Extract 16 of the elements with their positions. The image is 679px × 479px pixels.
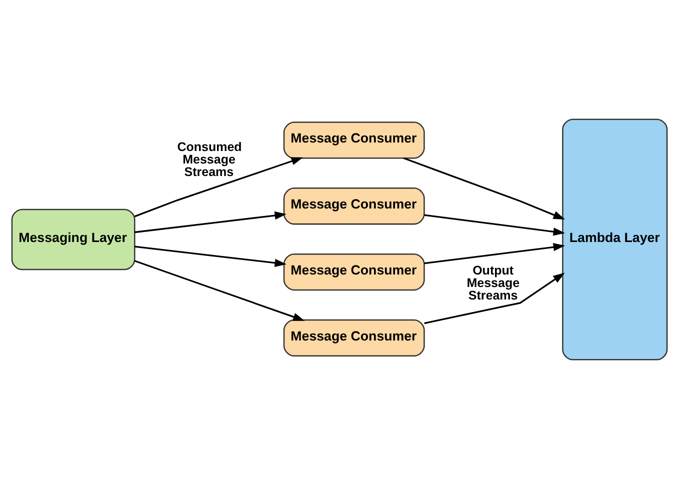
node-box: Message Consumer	[283, 188, 425, 225]
node-box: Message Consumer	[283, 319, 425, 357]
arrow	[134, 260, 305, 321]
edge-label: Consumed Message Streams	[177, 140, 242, 180]
arrow	[424, 243, 565, 264]
arrow	[134, 157, 304, 218]
node-box: Lambda Layer	[562, 118, 668, 360]
arrow	[134, 246, 286, 267]
arrow	[134, 211, 286, 234]
node-box: Message Consumer	[283, 122, 425, 159]
node-box: Messaging Layer	[11, 208, 136, 270]
arrow	[424, 214, 565, 236]
edge-label: Output Message Streams	[466, 264, 520, 303]
node-box: Message Consumer	[283, 253, 425, 291]
arrow	[403, 157, 566, 220]
arrow	[424, 272, 565, 324]
